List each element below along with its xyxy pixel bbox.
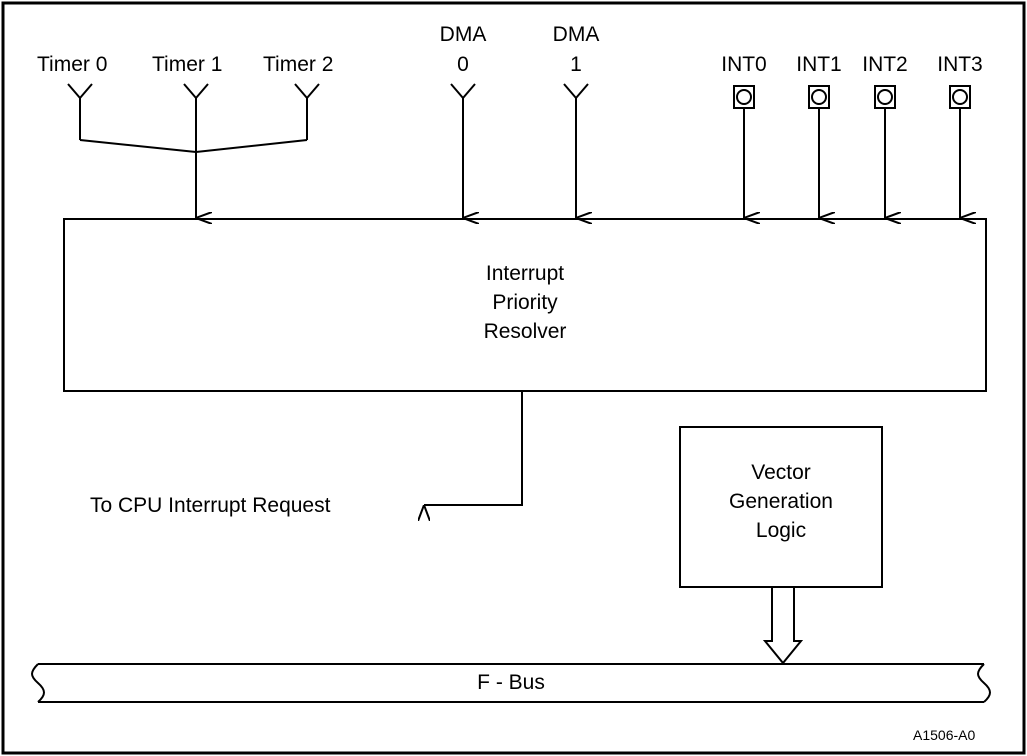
- timer-2-input-fork: [294, 83, 320, 140]
- priority-resolver-label: Interrupt Priority Resolver: [425, 259, 625, 346]
- int0-pin: [733, 85, 755, 109]
- int1-label: INT1: [796, 53, 842, 76]
- timer-1-input-fork: [183, 83, 209, 152]
- vector-logic-line3: Logic: [755, 519, 807, 542]
- f-bus-label: F - Bus: [477, 671, 545, 694]
- int1-pin: [808, 85, 830, 109]
- dma-0-label-line2: 0: [457, 53, 469, 76]
- timer-2-label: Timer 2: [263, 53, 334, 76]
- dma-0-label: DMA 0: [433, 23, 493, 77]
- timer-merge-lines: [79, 139, 308, 153]
- priority-resolver-line3: Resolver: [483, 320, 567, 343]
- vector-to-bus-arrow: [762, 588, 804, 665]
- vector-logic-line2: Generation: [729, 490, 833, 513]
- dma-0-input-fork: [450, 83, 476, 100]
- timer-0-label: Timer 0: [37, 53, 108, 76]
- int2-label: INT2: [862, 53, 908, 76]
- int3-label: INT3: [937, 53, 983, 76]
- dma-0-label-line1: DMA: [439, 23, 487, 46]
- int3-pin: [949, 85, 971, 109]
- dma-1-label-line2: 1: [570, 53, 582, 76]
- cpu-request-label: To CPU Interrupt Request: [90, 494, 331, 517]
- dma-1-input-fork: [563, 83, 589, 100]
- int2-pin: [874, 85, 896, 109]
- vector-logic-label: Vector Generation Logic: [681, 458, 881, 545]
- priority-resolver-line2: Priority: [492, 291, 558, 314]
- figure-id: A1506-A0: [913, 727, 976, 743]
- vector-logic-line1: Vector: [751, 461, 811, 484]
- timer-1-label: Timer 1: [152, 53, 223, 76]
- dma-1-label-line1: DMA: [552, 23, 600, 46]
- timer-0-input-fork: [67, 83, 93, 140]
- dma-1-label: DMA 1: [546, 23, 606, 77]
- f-bus: [31, 663, 991, 703]
- vector-logic-box: [679, 426, 883, 588]
- priority-resolver-line1: Interrupt: [485, 262, 565, 285]
- int0-label: INT0: [721, 53, 767, 76]
- cpu-request-line: [424, 391, 523, 505]
- priority-resolver-box: [63, 218, 987, 392]
